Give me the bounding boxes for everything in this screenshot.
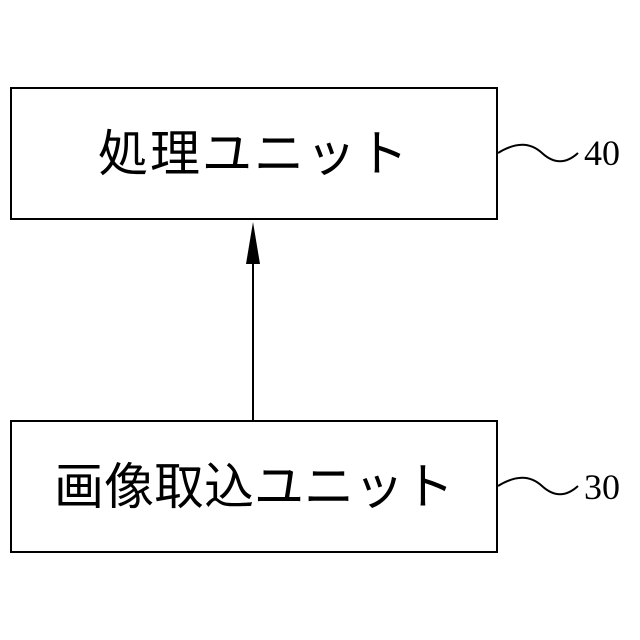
reference-number-40: 40 xyxy=(584,135,620,171)
reference-number-30: 30 xyxy=(584,469,620,505)
leader-line-40 xyxy=(498,145,578,162)
image-capture-unit-label: 画像取込ユニット xyxy=(54,462,454,512)
leader-line-30 xyxy=(498,478,578,495)
arrowhead-icon xyxy=(246,222,260,264)
processing-unit-block: 処理ユニット xyxy=(10,87,498,220)
processing-unit-label: 処理ユニット xyxy=(98,129,410,179)
image-capture-unit-block: 画像取込ユニット xyxy=(10,420,498,553)
